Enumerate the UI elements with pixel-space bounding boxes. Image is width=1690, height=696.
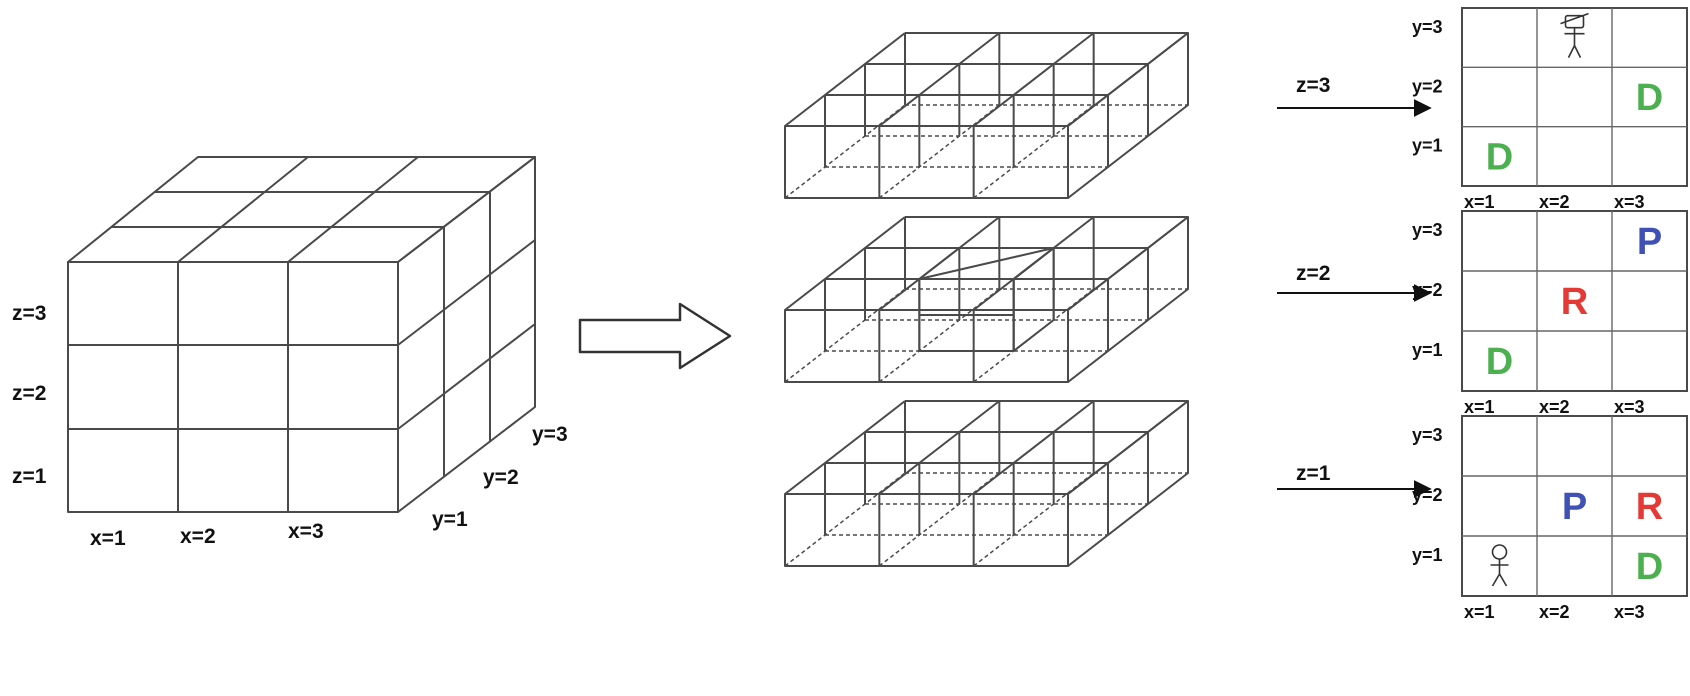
slice-y-label: y=2 xyxy=(1412,485,1443,505)
robot-icon xyxy=(1560,12,1589,59)
big-cube-z-label: z=1 xyxy=(12,465,47,488)
big-cube-front-face xyxy=(67,261,399,513)
big-cube-x-label: x=3 xyxy=(288,520,324,543)
slice-grid-frame xyxy=(1461,7,1688,187)
slab-right-face xyxy=(1067,400,1189,567)
slab-z=2 xyxy=(784,216,1189,383)
big-cube-z-label: z=2 xyxy=(12,382,46,405)
slice-y-label: y=1 xyxy=(1412,340,1443,360)
slab-top-edge xyxy=(973,400,1095,495)
cell-label-D: D xyxy=(1486,341,1513,383)
slice-y-label: y=3 xyxy=(1412,425,1443,445)
slice-x-label: x=2 xyxy=(1539,602,1570,622)
slice-z-label: z=1 xyxy=(1296,462,1331,485)
highlighted-cube xyxy=(918,247,1055,352)
big-cube-y-label: y=3 xyxy=(532,423,568,446)
cell-label-P: P xyxy=(1637,221,1662,263)
slab-z=1 xyxy=(784,400,1189,567)
big-cube-x-label: x=2 xyxy=(180,525,216,548)
slice-grid-frame xyxy=(1461,415,1688,597)
slice-x-label: x=3 xyxy=(1614,192,1645,212)
slice-slabs xyxy=(784,32,1189,567)
big-cube-right-face xyxy=(397,156,536,513)
slice-x-label: x=3 xyxy=(1614,397,1645,417)
right-arrow-icon xyxy=(578,302,732,370)
slab-top-edge xyxy=(784,32,906,127)
slice-y-label: y=3 xyxy=(1412,220,1443,240)
big-cube-z-label: z=3 xyxy=(12,302,46,325)
slab-top-edge xyxy=(878,400,1000,495)
slice-grid-frame xyxy=(1461,210,1688,392)
highlighted-cube-edge xyxy=(919,247,1054,280)
cell-label-D: D xyxy=(1636,546,1663,588)
cell-label-R: R xyxy=(1561,281,1588,323)
person-icon xyxy=(1490,544,1509,587)
cell-label-D: D xyxy=(1636,77,1663,119)
cell-label-R: R xyxy=(1636,486,1663,528)
slice-z=2: z=2 y=3 y=2 y=1 x=1 x=2 x=3 P R D xyxy=(1277,210,1688,417)
slice-x-label: x=1 xyxy=(1464,192,1495,212)
slab-right-face xyxy=(1067,32,1189,199)
slab-top-edge xyxy=(784,400,906,495)
big-cube-y-label: y=1 xyxy=(432,508,468,531)
cell-label-P: P xyxy=(1562,486,1587,528)
slice-x-label: x=3 xyxy=(1614,602,1645,622)
big-cube-y-label: y=2 xyxy=(483,466,519,489)
slice-y-label: y=1 xyxy=(1412,136,1443,156)
slice-x-label: x=1 xyxy=(1464,397,1495,417)
big-cube-z-labels: z=3 z=2 z=1 xyxy=(12,302,47,488)
slice-y-label: y=1 xyxy=(1412,545,1443,565)
slice-z=3: z=3 y=3 y=2 y=1 x=1 x=2 x=3 D D xyxy=(1277,7,1688,212)
slab-top-edge xyxy=(878,32,1000,127)
slice-y-label: y=2 xyxy=(1412,280,1443,300)
slice-z-label: z=2 xyxy=(1296,262,1330,285)
big-cube-x-labels: x=1 x=2 x=3 xyxy=(90,520,324,550)
slab-top-edge xyxy=(784,216,906,311)
slab-right-face xyxy=(1067,216,1189,383)
big-cube-y-labels: y=1 y=2 y=3 xyxy=(432,423,568,531)
big-cube-x-label: x=1 xyxy=(90,527,126,550)
slice-x-label: x=1 xyxy=(1464,602,1495,622)
slice-z=1: z=1 y=3 y=2 y=1 x=1 x=2 x=3 P RD xyxy=(1277,415,1688,622)
slice-y-label: y=2 xyxy=(1412,76,1443,96)
slab-z=3 xyxy=(784,32,1189,199)
slab-top-edge xyxy=(973,32,1095,127)
highlighted-cube-side xyxy=(1012,247,1055,352)
slice-y-label: y=3 xyxy=(1412,17,1443,37)
slice-x-label: x=2 xyxy=(1539,397,1570,417)
slice-z-label: z=3 xyxy=(1296,74,1330,97)
big-cube xyxy=(67,156,536,513)
slice-x-label: x=2 xyxy=(1539,192,1570,212)
cell-label-D: D xyxy=(1486,136,1513,178)
